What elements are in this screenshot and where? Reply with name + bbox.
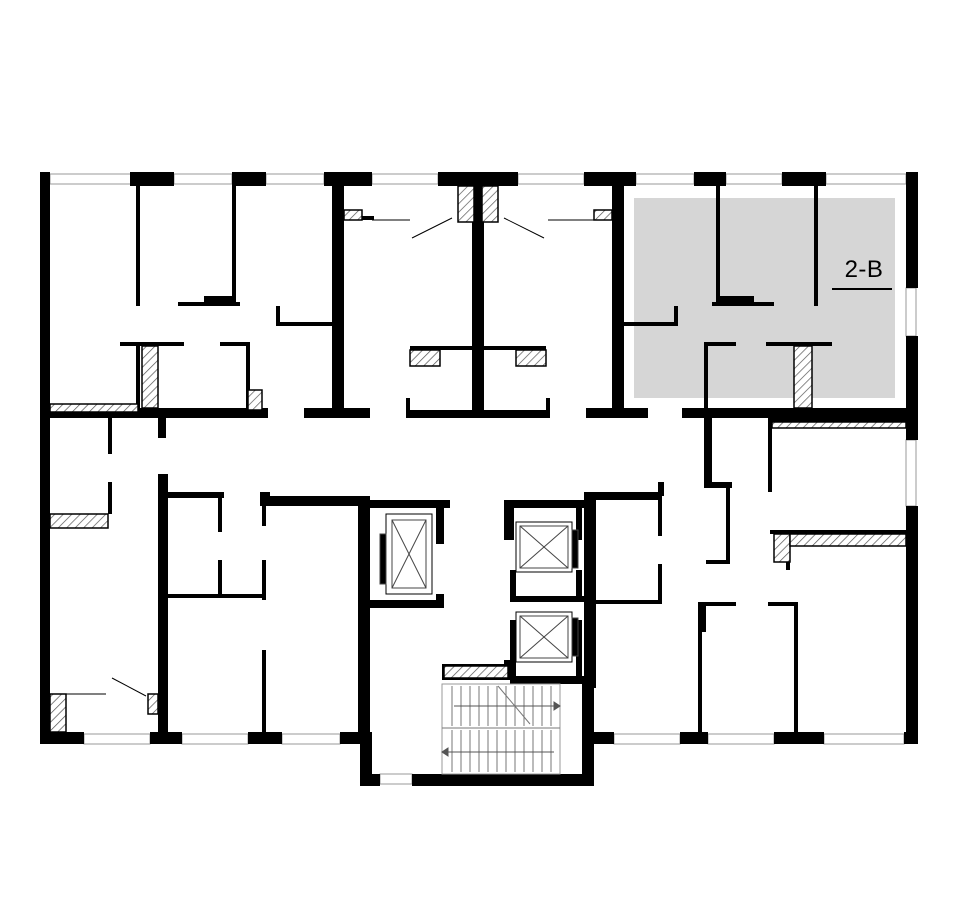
elevator-icon — [379, 513, 433, 595]
exterior-walls — [40, 172, 918, 786]
elevator-icon — [515, 611, 579, 663]
apartment-2b-highlight[interactable] — [634, 198, 895, 398]
staircase-icon — [441, 683, 561, 775]
apartment-label: 2-B — [844, 256, 884, 283]
stair-arrows — [441, 685, 561, 757]
interior-walls — [40, 186, 918, 744]
utility-shafts — [49, 185, 907, 733]
door-swing-icon — [66, 217, 594, 697]
elevator-icon — [515, 521, 579, 573]
apartment-label-underline — [832, 288, 892, 290]
